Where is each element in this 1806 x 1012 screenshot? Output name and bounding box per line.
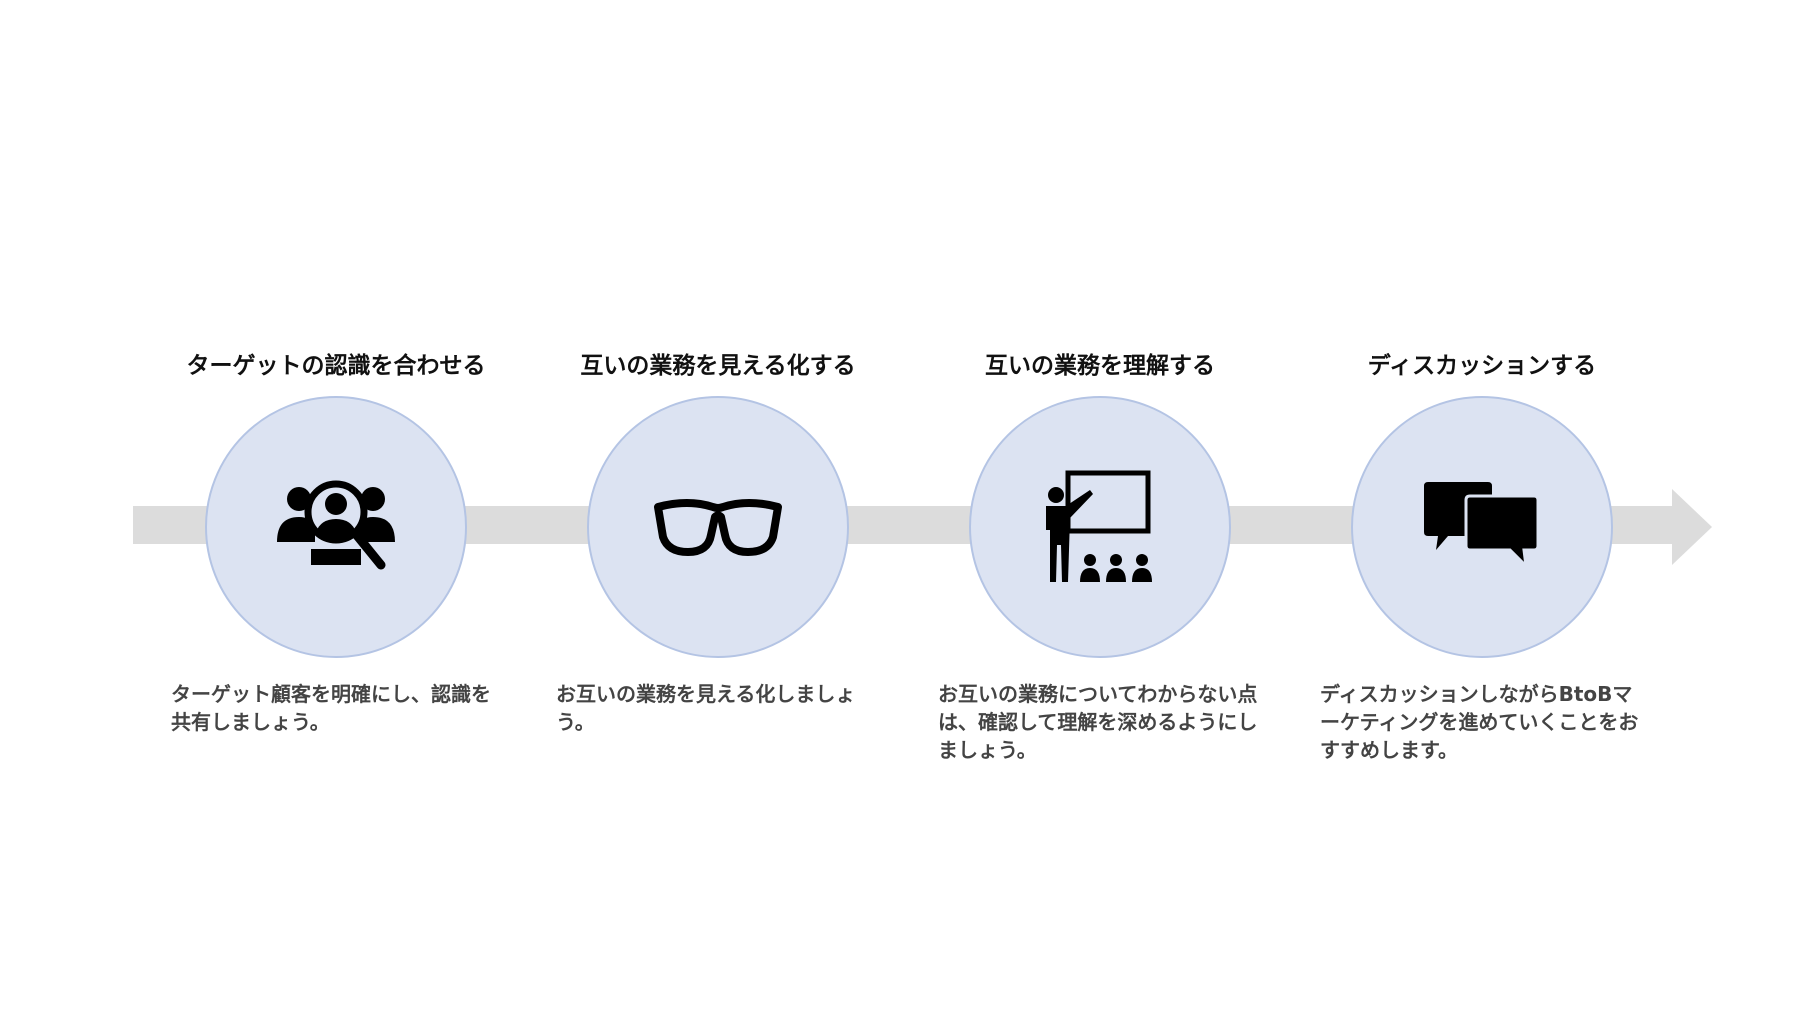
glasses-icon <box>653 497 783 557</box>
user-search-icon <box>271 477 401 577</box>
step-circle <box>969 396 1231 658</box>
step-description: ディスカッションしながらBtoBマーケティングを進めていくことをおすすめします。 <box>1320 682 1639 762</box>
step-description: お互いの業務を見える化しましょう。 <box>556 682 856 734</box>
step-circle <box>205 396 467 658</box>
timeline-arrow-head <box>1672 489 1712 565</box>
step-title: 互いの業務を理解する <box>985 353 1215 379</box>
step-circle <box>587 396 849 658</box>
chat-bubbles-icon <box>1422 482 1542 572</box>
step-description: ターゲット顧客を明確にし、認識を共有しましょう。 <box>171 682 491 734</box>
step-circle <box>1351 396 1613 658</box>
step-title: ディスカッションする <box>1367 353 1597 379</box>
step-description: お互いの業務についてわからない点は、確認して理解を深めるようにしましょう。 <box>938 682 1258 762</box>
presentation-icon <box>1038 470 1163 585</box>
step-title: 互いの業務を見える化する <box>580 353 856 379</box>
step-title: ターゲットの認識を合わせる <box>186 353 486 379</box>
